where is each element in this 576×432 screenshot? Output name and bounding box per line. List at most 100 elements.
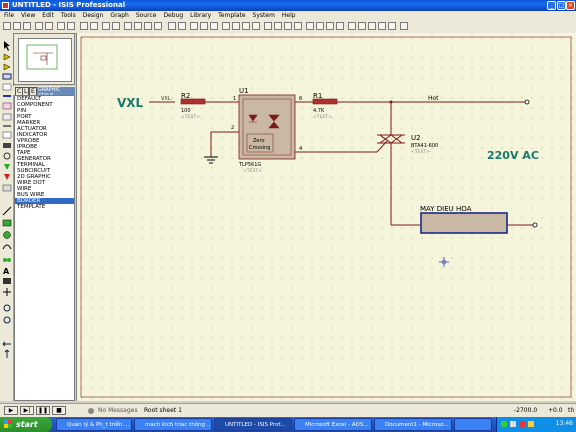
decompose-icon[interactable] [294, 22, 302, 30]
y-mirror-icon[interactable] [4, 349, 10, 358]
close-button[interactable]: × [566, 1, 575, 10]
list-item[interactable]: DEFAULT [17, 96, 41, 102]
u1-optocoupler[interactable] [238, 94, 296, 160]
circle-tool-icon[interactable] [3, 231, 11, 239]
overview-window[interactable] [13, 33, 75, 85]
new-file-icon[interactable] [3, 22, 11, 30]
text-tool-icon[interactable]: A [3, 267, 10, 276]
current-probe-icon[interactable] [4, 174, 10, 180]
electrical-check-icon[interactable] [388, 22, 396, 30]
menu-template[interactable]: Template [218, 12, 246, 19]
export-icon[interactable] [45, 22, 53, 30]
print-icon[interactable] [57, 22, 65, 30]
remove-sheet-icon[interactable] [358, 22, 366, 30]
voltage-probe-icon[interactable] [4, 164, 10, 170]
schematic-canvas[interactable]: VXL VXL R2 100 <TEXT> U1 Zero Crossing 1… [76, 33, 576, 401]
menu-help[interactable]: Help [281, 12, 296, 19]
list-item[interactable]: TAPE [17, 150, 31, 156]
list-item[interactable]: BUS WIRE [17, 192, 45, 198]
subcircuit-icon[interactable] [2, 102, 12, 110]
origin-icon[interactable] [102, 22, 110, 30]
copy-icon[interactable] [200, 22, 208, 30]
make-device-icon[interactable] [274, 22, 282, 30]
wire-label-icon[interactable] [2, 73, 12, 80]
netlist-to-ares-icon[interactable] [400, 22, 408, 30]
list-item-selected[interactable]: BORDER [15, 198, 74, 204]
cut-icon[interactable] [190, 22, 198, 30]
list-item[interactable]: PORT [17, 114, 32, 120]
terminal-mode-icon[interactable] [2, 113, 12, 121]
selection-mode-icon[interactable] [4, 41, 10, 51]
menu-design[interactable]: Design [82, 12, 104, 19]
junction-dot-icon[interactable] [3, 63, 11, 71]
zoom-area-icon[interactable] [154, 22, 162, 30]
taskbar-item-active[interactable]: UNTITLED - ISIS Prof... [214, 418, 292, 431]
list-item[interactable]: INDICATOR [17, 132, 48, 138]
print-area-icon[interactable] [67, 22, 75, 30]
zoom-all-icon[interactable] [144, 22, 152, 30]
taskbar-item[interactable]: Quản lý & Ph_t triển ... [56, 418, 132, 431]
menu-view[interactable]: View [21, 12, 36, 19]
arc-tool-icon[interactable] [2, 244, 12, 250]
tape-recorder-icon[interactable] [3, 143, 11, 148]
load-terminal[interactable] [532, 222, 538, 228]
undo-icon[interactable] [168, 22, 176, 30]
bill-of-materials-icon[interactable] [378, 22, 386, 30]
graphic-style-list[interactable]: DEFAULT COMPONENT PIN PORT MARKER ACTUAT… [14, 95, 75, 401]
list-item[interactable]: MARKER [17, 120, 41, 126]
clock[interactable]: 13:46 [555, 420, 573, 427]
list-item[interactable]: ACTUATOR [17, 126, 47, 132]
component-mode-icon[interactable] [3, 53, 11, 61]
marker-tool-icon[interactable] [3, 288, 11, 296]
exit-parent-icon[interactable] [368, 22, 376, 30]
virtual-instruments-icon[interactable] [2, 184, 12, 192]
save-file-icon[interactable] [23, 22, 31, 30]
volume-icon[interactable] [510, 421, 516, 427]
menu-graph[interactable]: Graph [110, 12, 129, 19]
list-item[interactable]: WIRE [17, 186, 32, 192]
tray-app-icon[interactable] [528, 421, 534, 427]
rotate-ccw-icon[interactable] [3, 316, 11, 324]
taskbar-item[interactable]: mach kich triac thông ... [134, 418, 212, 431]
property-tool-icon[interactable] [326, 22, 334, 30]
list-item[interactable]: SUBCIRCUIT [17, 168, 51, 174]
list-item[interactable]: COMPONENT [17, 102, 53, 108]
list-item[interactable]: GENERATOR [17, 156, 51, 162]
box-tool-icon[interactable] [2, 219, 12, 227]
u2-triac[interactable] [377, 134, 405, 144]
wire-autorouter-icon[interactable] [306, 22, 314, 30]
rotate-cw-icon[interactable] [3, 304, 11, 312]
new-sheet-icon[interactable] [348, 22, 356, 30]
taskbar-item[interactable]: Document1 - Microso... [374, 418, 452, 431]
block-rotate-icon[interactable] [242, 22, 250, 30]
pause-button[interactable]: ❚❚ [36, 406, 50, 415]
stop-button[interactable]: ■ [52, 406, 66, 415]
list-item[interactable]: VPROBE [17, 138, 40, 144]
taskbar-item[interactable] [454, 418, 492, 431]
step-button[interactable]: ▶| [20, 406, 34, 415]
import-icon[interactable] [35, 22, 43, 30]
block-copy-icon[interactable] [222, 22, 230, 30]
network-icon[interactable] [501, 421, 507, 427]
redo-icon[interactable] [178, 22, 186, 30]
list-item[interactable]: 2D GRAPHIC [17, 174, 52, 180]
menu-library[interactable]: Library [190, 12, 212, 19]
menu-system[interactable]: System [252, 12, 275, 19]
line-tool-icon[interactable] [2, 206, 12, 216]
menu-file[interactable]: File [4, 12, 15, 19]
block-delete-icon[interactable] [252, 22, 260, 30]
menu-edit[interactable]: Edit [42, 12, 54, 19]
play-button[interactable]: ▶ [4, 406, 18, 415]
design-explorer-icon[interactable] [336, 22, 344, 30]
paste-icon[interactable] [210, 22, 218, 30]
menu-tools[interactable]: Tools [60, 12, 76, 19]
text-script-icon[interactable] [2, 83, 12, 91]
load-box[interactable] [420, 212, 508, 234]
graph-mode-icon[interactable] [2, 131, 12, 139]
zoom-out-icon[interactable] [134, 22, 142, 30]
list-item[interactable]: TERMINAL [17, 162, 45, 168]
x-mirror-icon[interactable] [2, 341, 11, 347]
redraw-icon[interactable] [80, 22, 88, 30]
start-button[interactable]: start [0, 417, 52, 432]
packaging-icon[interactable] [284, 22, 292, 30]
